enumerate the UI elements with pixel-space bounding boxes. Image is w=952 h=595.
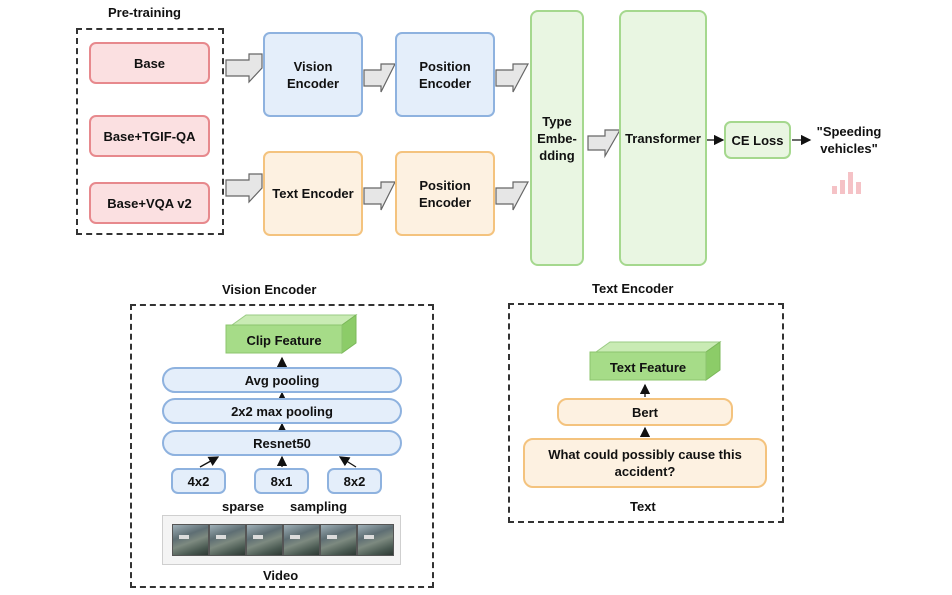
text-detail-title: Text Encoder bbox=[592, 281, 674, 296]
pretraining-group bbox=[76, 28, 224, 235]
block-arrow bbox=[363, 63, 396, 93]
vision-encoder-box: Vision Encoder bbox=[263, 32, 363, 117]
transformer-box: Transformer bbox=[619, 10, 707, 266]
video-label: Video bbox=[263, 568, 299, 583]
arrow-8x2-to-resnet bbox=[338, 456, 357, 468]
video-frame bbox=[283, 524, 320, 556]
video-frame bbox=[320, 524, 357, 556]
video-frame bbox=[246, 524, 283, 556]
vision-detail-title: Vision Encoder bbox=[222, 282, 317, 297]
video-frames bbox=[162, 515, 401, 565]
block-arrow bbox=[495, 181, 530, 211]
sampling-label: sampling bbox=[290, 499, 348, 514]
pretraining-title: Pre-training bbox=[108, 5, 181, 20]
position-encoder-top: Position Encoder bbox=[395, 32, 495, 117]
sample-4x2: 4x2 bbox=[171, 468, 226, 494]
text-feature-block bbox=[589, 341, 722, 381]
clip-feature-label: Clip Feature bbox=[246, 333, 322, 348]
avg-pooling-box: Avg pooling bbox=[162, 367, 402, 393]
question-box: What could possibly cause this accident? bbox=[523, 438, 767, 488]
text-feature-label: Text Feature bbox=[609, 360, 687, 375]
bar-chart-icon bbox=[832, 172, 861, 194]
ce-loss-box: CE Loss bbox=[724, 121, 791, 159]
type-embedding-box: Type Embe- dding bbox=[530, 10, 584, 266]
dataset-base-vqa-v2: Base+VQA v2 bbox=[89, 182, 210, 224]
video-frame bbox=[357, 524, 394, 556]
text-encoder-box: Text Encoder bbox=[263, 151, 363, 236]
position-encoder-bottom: Position Encoder bbox=[395, 151, 495, 236]
arrow-4x2-to-resnet bbox=[199, 456, 220, 468]
text-detail-group bbox=[508, 303, 784, 523]
clip-feature-block bbox=[225, 314, 358, 354]
video-frame bbox=[209, 524, 246, 556]
text-label: Text bbox=[630, 499, 656, 514]
block-arrow bbox=[225, 53, 263, 84]
sample-8x2: 8x2 bbox=[327, 468, 382, 494]
bert-box: Bert bbox=[557, 398, 733, 426]
resnet50-box: Resnet50 bbox=[162, 430, 402, 456]
dataset-base: Base bbox=[89, 42, 210, 84]
block-arrow bbox=[587, 129, 622, 159]
sparse-label: sparse bbox=[222, 499, 264, 514]
block-arrow bbox=[225, 173, 263, 204]
sample-8x1: 8x1 bbox=[254, 468, 309, 494]
output-text: "Speeding vehicles" bbox=[816, 124, 882, 156]
vision-detail-group bbox=[130, 304, 434, 588]
block-arrow bbox=[495, 63, 530, 93]
block-arrow bbox=[363, 181, 396, 211]
video-frame bbox=[172, 524, 209, 556]
max-pooling-box: 2x2 max pooling bbox=[162, 398, 402, 424]
dataset-base-tgif-qa: Base+TGIF-QA bbox=[89, 115, 210, 157]
